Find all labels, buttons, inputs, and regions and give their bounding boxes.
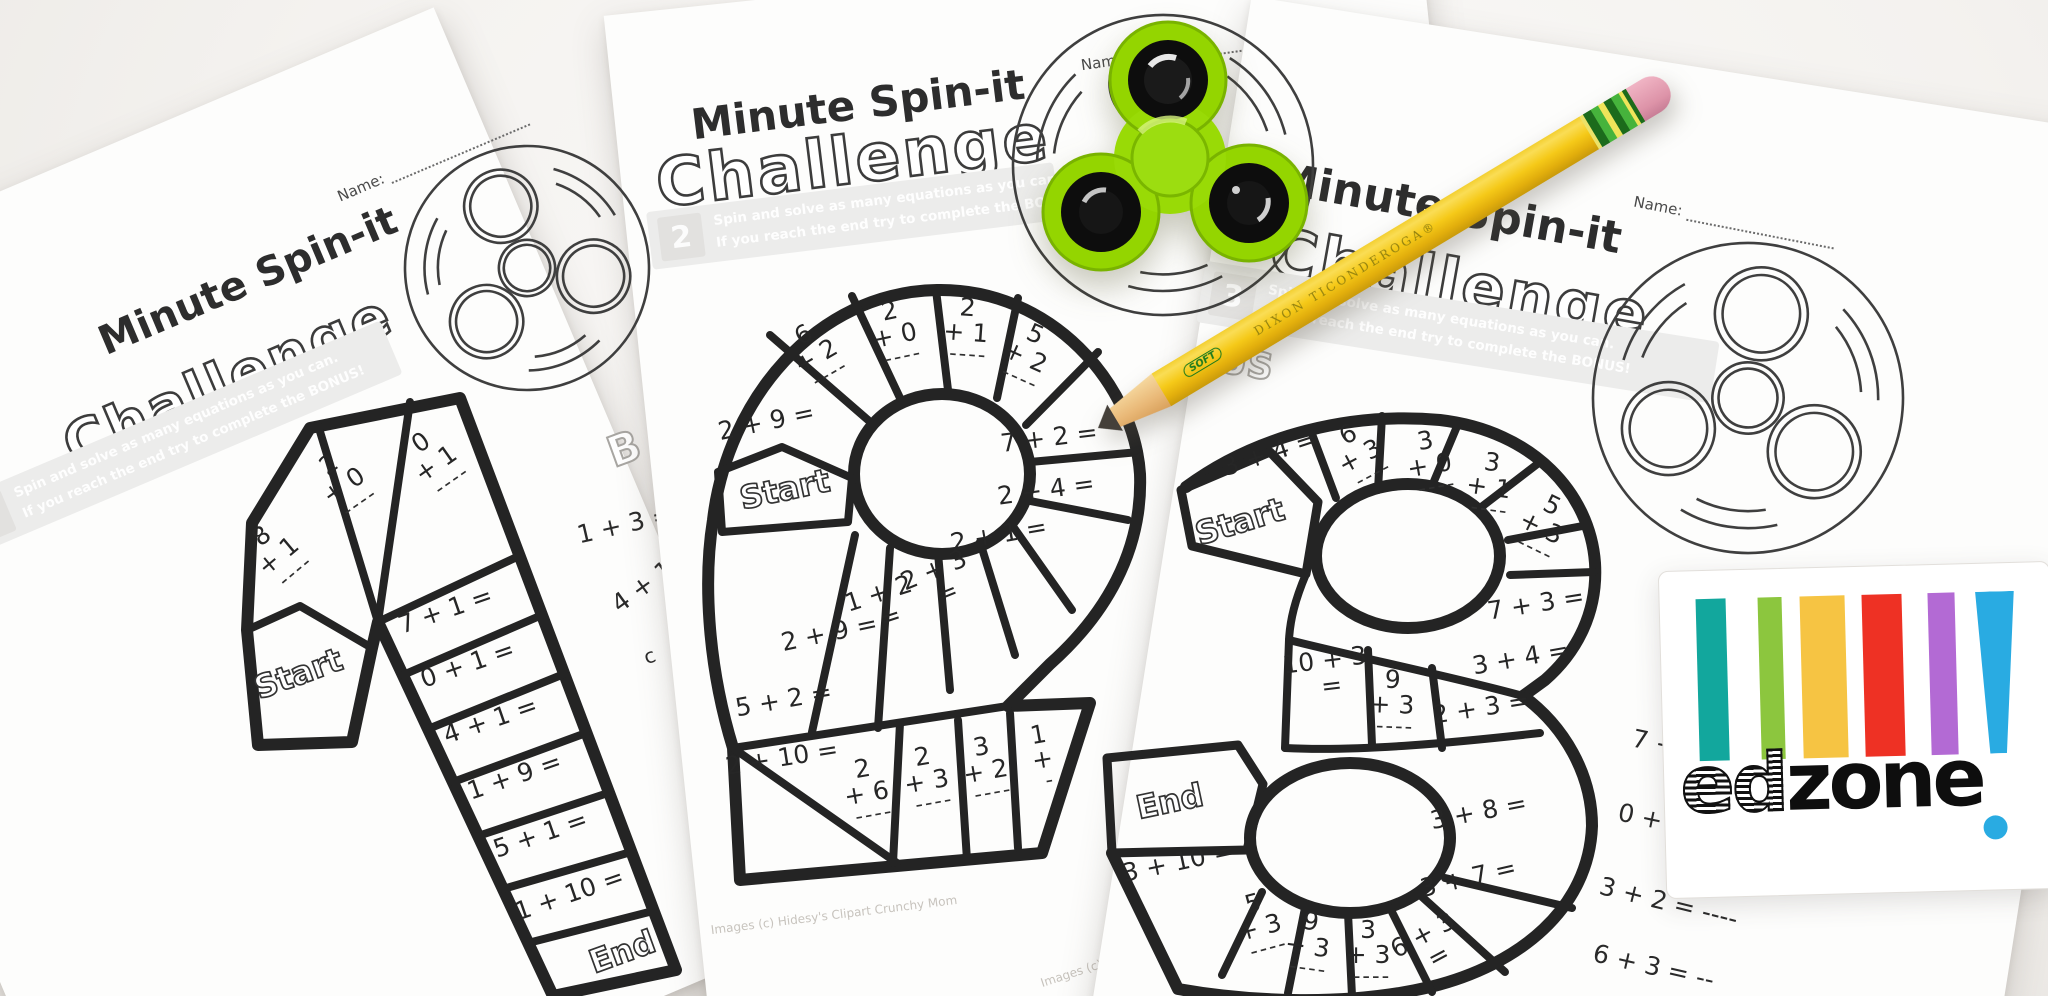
edzone-logo: edzone <box>1657 560 2048 900</box>
equation-cell: 1 + - <box>1025 717 1066 794</box>
spinner-drawing-icon <box>1591 241 1905 555</box>
equation-cell: 3 + 10 = <box>1120 836 1237 888</box>
equation-cell: 3 + 0 ---- <box>1401 421 1466 502</box>
equation-cell: 5 + 3 ---- <box>1227 881 1297 965</box>
equation-cell: 6 + 2 ---- <box>777 307 859 397</box>
equation-cell: 2 + 3 ---- <box>898 737 963 818</box>
equation-cell: 6 + 3 ---- <box>1321 407 1402 496</box>
equation-cell: 2 + 6 ---- <box>838 749 903 830</box>
logo-wordmark: edzone <box>1678 731 1984 833</box>
equation-cell: 3 + 3 ---- <box>1346 915 1399 988</box>
logo-exclamation-dot <box>1983 815 2008 840</box>
end-cell: End <box>1133 776 1207 827</box>
fidget-spinner <box>1041 20 1309 272</box>
equation-cell: 4 + 1 = <box>439 690 541 749</box>
equation-cell: 2 + 3 = <box>1430 686 1531 730</box>
start-cell: Start <box>1191 490 1289 553</box>
equation-cell: 9 + 3 ---- <box>1368 664 1423 739</box>
number-1-board: 8 + 1 ---- 2 + 0 ---- 0 + 1 ---- Start 7… <box>241 392 682 996</box>
equation-cell: 5 + 3 ---- <box>1507 482 1586 571</box>
equation-cell: 3 + 1 ---- <box>1462 445 1524 525</box>
equation-cell: 7 + 3 = <box>1485 582 1586 626</box>
number-3-board: 3 + 4 = Start 6 + 3 ---- 3 + 0 ---- 3 + … <box>1102 407 1602 996</box>
start-cell: Start <box>249 640 348 707</box>
equation-cell: 5 + 2 ---- <box>991 311 1069 399</box>
start-cell: Start <box>736 461 833 517</box>
logo-exclamation-icon <box>1971 591 2021 754</box>
equation-cell: 2 + 0 ---- <box>302 435 388 527</box>
equation-cell: 2 + 1 ---- <box>941 291 999 368</box>
logo-word-ed: ed <box>1678 735 1788 833</box>
equation-cell: 10 + 3 = <box>1281 640 1380 706</box>
equation-cell: 9 + 3 ---- <box>1281 904 1343 984</box>
equation-cell: 3 + 8 = <box>1428 788 1529 835</box>
spinner-drawing-icon <box>403 144 651 392</box>
equation-cell: 3 + 4 = <box>1219 424 1321 482</box>
equation-cell: 2 + 9 = <box>716 397 817 446</box>
number-2-board: 2 + 9 = Start 6 + 2 ---- 2 + 0 ---- 2 + … <box>702 283 1147 886</box>
spinner-bearing-icon <box>1061 40 1289 252</box>
logo-word-zone: zone <box>1784 730 1984 829</box>
